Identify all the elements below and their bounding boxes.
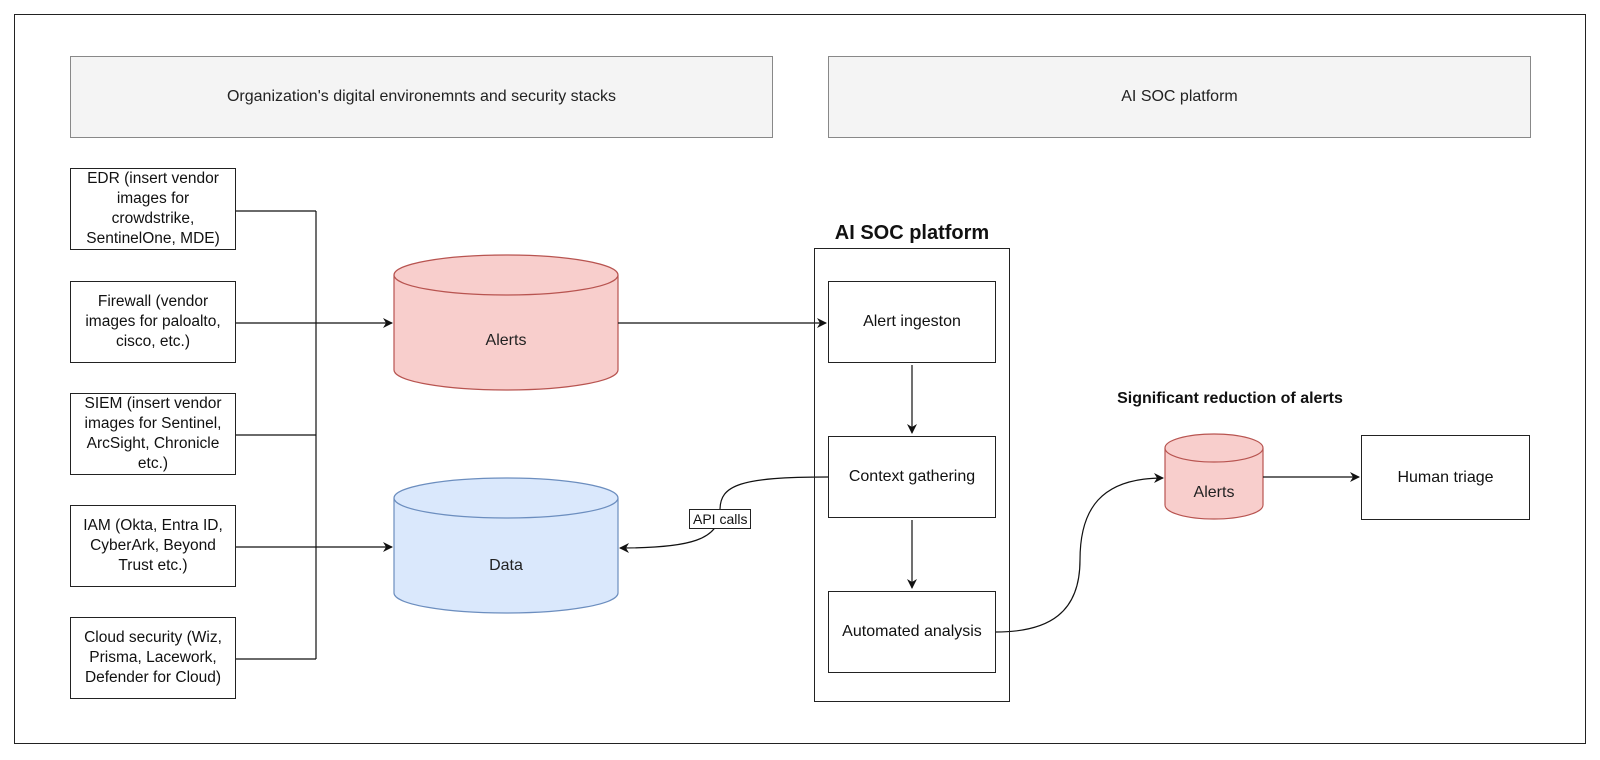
source-iam: IAM (Okta, Entra ID, CyberArk, Beyond Tr… bbox=[70, 505, 236, 587]
source-firewall: Firewall (vendor images for paloalto, ci… bbox=[70, 281, 236, 363]
step-automated-analysis-label: Automated analysis bbox=[842, 623, 982, 640]
diagram-frame bbox=[14, 14, 1586, 744]
human-triage-label: Human triage bbox=[1397, 468, 1494, 486]
source-iam-label: IAM (Okta, Entra ID, CyberArk, Beyond Tr… bbox=[83, 517, 223, 574]
reduced-alerts-label: Alerts bbox=[1194, 484, 1235, 501]
source-edr-label: EDR (insert vendor images for crowdstrik… bbox=[86, 170, 220, 247]
source-siem-label: SIEM (insert vendor images for Sentinel,… bbox=[84, 395, 222, 472]
reduced-alerts-cylinder: Alerts bbox=[1164, 433, 1264, 520]
alerts-cylinder: Alerts bbox=[393, 254, 619, 391]
source-cloud-security-label: Cloud security (Wiz, Prisma, Lacework, D… bbox=[84, 629, 222, 686]
data-cylinder: Data bbox=[393, 477, 619, 614]
source-firewall-label: Firewall (vendor images for paloalto, ci… bbox=[85, 293, 221, 350]
platform-container bbox=[814, 248, 1010, 702]
data-cylinder-label: Data bbox=[489, 557, 523, 574]
header-org-environments: Organization's digital environemnts and … bbox=[70, 56, 773, 138]
source-cloud-security: Cloud security (Wiz, Prisma, Lacework, D… bbox=[70, 617, 236, 699]
step-alert-ingestion-label: Alert ingeston bbox=[863, 313, 961, 330]
step-automated-analysis: Automated analysis bbox=[828, 591, 996, 673]
human-triage-box: Human triage bbox=[1361, 435, 1530, 520]
analysis-to-reduced-alerts-curve bbox=[995, 473, 1164, 633]
step-context-gathering: Context gathering bbox=[828, 436, 996, 518]
platform-title: AI SOC platform bbox=[834, 222, 990, 244]
header-ai-soc-label: AI SOC platform bbox=[1121, 88, 1238, 105]
alerts-cylinder-label: Alerts bbox=[486, 332, 527, 349]
header-org-label: Organization's digital environemnts and … bbox=[226, 88, 616, 105]
step-context-gathering-label: Context gathering bbox=[848, 468, 976, 485]
source-siem: SIEM (insert vendor images for Sentinel,… bbox=[70, 393, 236, 475]
api-calls-label: API calls bbox=[689, 509, 752, 529]
step-alert-ingestion: Alert ingeston bbox=[828, 281, 996, 363]
source-edr: EDR (insert vendor images for crowdstrik… bbox=[70, 168, 236, 250]
header-ai-soc: AI SOC platform bbox=[828, 56, 1531, 138]
reduction-title: Significant reduction of alerts bbox=[1117, 390, 1343, 407]
